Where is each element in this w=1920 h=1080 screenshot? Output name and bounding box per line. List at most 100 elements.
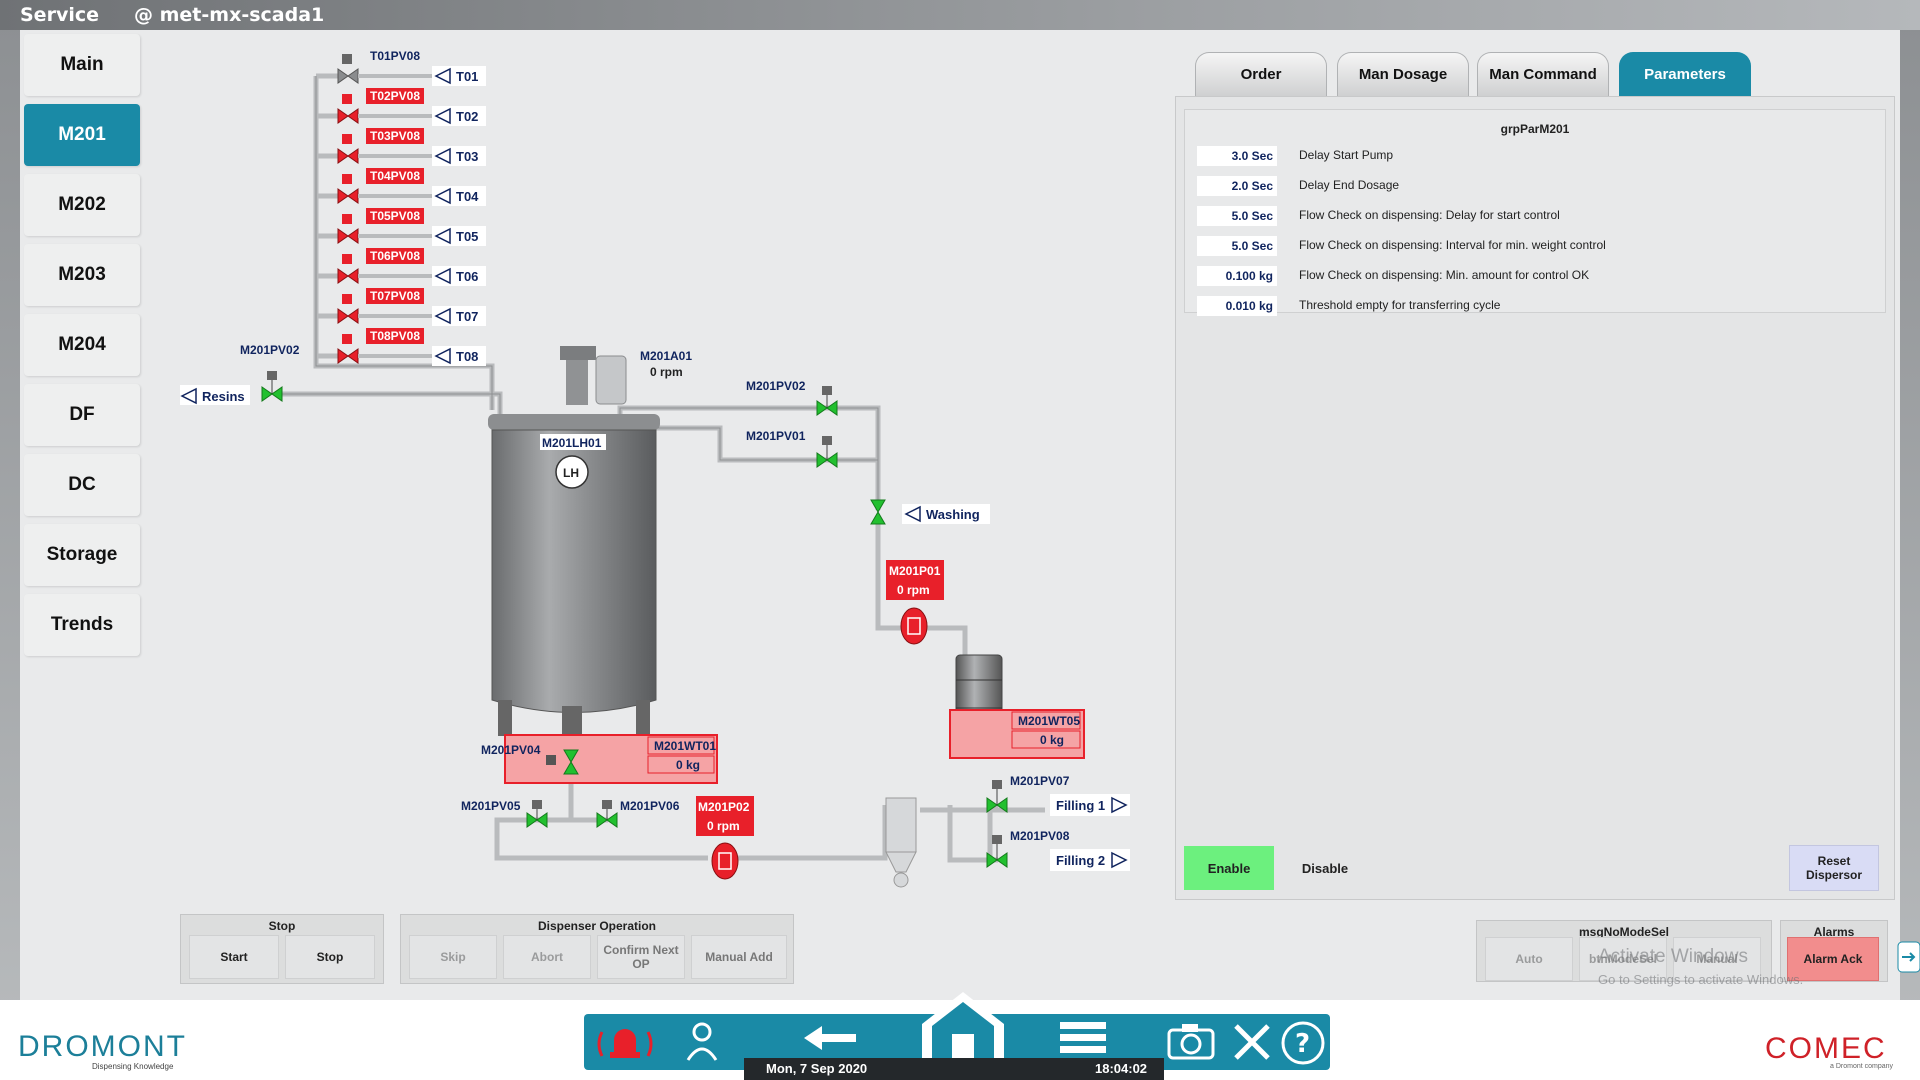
tab-parameters[interactable]: Parameters bbox=[1619, 52, 1751, 96]
comec-logo: COMEC bbox=[1765, 1032, 1887, 1065]
wt05-tag: M201WT05 bbox=[1018, 714, 1080, 728]
reset-dispersor-button[interactable]: Reset Dispersor bbox=[1789, 845, 1879, 891]
p02-pump[interactable] bbox=[711, 842, 739, 880]
nav-m202[interactable]: M202 bbox=[24, 174, 140, 236]
pv08-valve[interactable] bbox=[986, 835, 1008, 868]
pv07-valve[interactable] bbox=[986, 780, 1008, 813]
stop-group: Stop Start Stop bbox=[180, 914, 384, 984]
tank-valve[interactable] bbox=[337, 188, 359, 204]
filling2-arrow-icon bbox=[1111, 851, 1128, 869]
tank-valve[interactable] bbox=[337, 268, 359, 284]
nav-main[interactable]: Main bbox=[24, 34, 140, 96]
mixer-motor[interactable] bbox=[560, 346, 627, 405]
tab-man-dosage[interactable]: Man Dosage bbox=[1337, 52, 1469, 96]
param-row: 5.0 Sec Flow Check on dispensing: Delay … bbox=[1197, 206, 1877, 228]
tank-valve-tag: T04PV08 bbox=[370, 169, 420, 183]
valve-actuator bbox=[342, 214, 352, 224]
tank-valve[interactable] bbox=[337, 348, 359, 364]
resins-valve[interactable] bbox=[261, 371, 283, 402]
valve-actuator bbox=[342, 294, 352, 304]
nav-df[interactable]: DF bbox=[24, 384, 140, 446]
tank-valve[interactable] bbox=[337, 68, 359, 84]
nav-trends[interactable]: Trends bbox=[24, 594, 140, 656]
param-value-input[interactable]: 5.0 Sec bbox=[1197, 236, 1277, 256]
main-tank bbox=[488, 414, 660, 736]
washing-label: Washing bbox=[926, 507, 980, 522]
wt01-scale[interactable] bbox=[504, 734, 718, 784]
dromont-logo: DROMONT bbox=[18, 1030, 187, 1063]
date-display: Mon, 7 Sep 2020 bbox=[766, 1061, 868, 1076]
nav-dc[interactable]: DC bbox=[24, 454, 140, 516]
resins-label: Resins bbox=[202, 389, 245, 404]
tank-valve[interactable] bbox=[337, 108, 359, 124]
camera-icon[interactable] bbox=[1166, 1020, 1216, 1062]
nav-storage[interactable]: Storage bbox=[24, 524, 140, 586]
pv02-valve[interactable] bbox=[816, 386, 838, 416]
menu-icon[interactable] bbox=[1058, 1018, 1108, 1058]
washing-valve[interactable] bbox=[870, 499, 886, 525]
confirm-next-op-button[interactable]: Confirm Next OP bbox=[597, 935, 685, 979]
stop-group-title: Stop bbox=[268, 919, 296, 933]
param-value-input[interactable]: 0.100 kg bbox=[1197, 266, 1277, 286]
pv01-valve[interactable] bbox=[816, 436, 838, 468]
mode-select-button[interactable]: btnModeSel bbox=[1579, 937, 1667, 981]
tab-man-command[interactable]: Man Command bbox=[1477, 52, 1609, 96]
mode-group-title: msgNoModeSel bbox=[1578, 925, 1669, 939]
alarm-siren-icon[interactable] bbox=[590, 1016, 660, 1068]
tools-icon[interactable] bbox=[1230, 1020, 1274, 1062]
param-value-input[interactable]: 3.0 Sec bbox=[1197, 146, 1277, 166]
tank-label: T06 bbox=[456, 269, 478, 284]
back-arrow-icon[interactable] bbox=[800, 1018, 860, 1058]
skip-button[interactable]: Skip bbox=[409, 935, 497, 979]
tank-label: T04 bbox=[456, 189, 479, 204]
wt05-kg: 0 kg bbox=[1040, 733, 1064, 747]
pv05-valve[interactable] bbox=[526, 800, 548, 828]
tank-label: T02 bbox=[456, 109, 478, 124]
tank-valve-tag: T01PV08 bbox=[370, 49, 420, 63]
comec-logo-sub: a Dromont company bbox=[1830, 1063, 1894, 1070]
tank-arrow-icon bbox=[434, 107, 451, 125]
param-value-input[interactable]: 2.0 Sec bbox=[1197, 176, 1277, 196]
param-description: Delay Start Pump bbox=[1299, 148, 1394, 162]
nav-m201[interactable]: M201 bbox=[24, 104, 140, 166]
alarm-ack-button[interactable]: Alarm Ack bbox=[1787, 937, 1879, 981]
remote-support-icon[interactable] bbox=[1896, 940, 1920, 974]
service-label[interactable]: Service bbox=[20, 4, 99, 26]
level-indicator[interactable] bbox=[555, 455, 589, 489]
pv06-valve[interactable] bbox=[596, 800, 618, 828]
pv04-tag: M201PV04 bbox=[481, 743, 541, 757]
tab-order[interactable]: Order bbox=[1195, 52, 1327, 96]
start-button[interactable]: Start bbox=[189, 935, 279, 979]
tank-valve[interactable] bbox=[337, 228, 359, 244]
manual-button[interactable]: Manual bbox=[1673, 937, 1761, 981]
mixer-tag: M201A01 bbox=[640, 349, 692, 363]
user-icon[interactable] bbox=[682, 1018, 722, 1066]
tank-valve[interactable] bbox=[337, 148, 359, 164]
tank-arrow-icon bbox=[434, 227, 451, 245]
tank-valve-tag: T07PV08 bbox=[370, 289, 420, 303]
param-value-input[interactable]: 0.010 kg bbox=[1197, 296, 1277, 316]
alarms-group: Alarms Alarm Ack bbox=[1780, 920, 1888, 982]
host-label: @ met-mx-scada1 bbox=[134, 4, 325, 26]
wt05-scale[interactable] bbox=[949, 709, 1085, 759]
mixer-rpm: 0 rpm bbox=[650, 365, 683, 379]
disable-button[interactable]: Disable bbox=[1280, 846, 1370, 890]
home-icon[interactable] bbox=[918, 988, 1008, 1068]
p01-pump[interactable] bbox=[900, 607, 928, 645]
enable-button[interactable]: Enable bbox=[1184, 846, 1274, 890]
manual-add-button[interactable]: Manual Add bbox=[691, 935, 787, 979]
nav-m203[interactable]: M203 bbox=[24, 244, 140, 306]
abort-button[interactable]: Abort bbox=[503, 935, 591, 979]
stop-button[interactable]: Stop bbox=[285, 935, 375, 979]
nav-m204[interactable]: M204 bbox=[24, 314, 140, 376]
tank-valve[interactable] bbox=[337, 308, 359, 324]
param-value-input[interactable]: 5.0 Sec bbox=[1197, 206, 1277, 226]
svg-text:LH: LH bbox=[563, 466, 579, 480]
help-icon[interactable]: ? bbox=[1280, 1020, 1326, 1066]
p01-tag: M201P01 bbox=[889, 564, 941, 578]
auto-button[interactable]: Auto bbox=[1485, 937, 1573, 981]
pv04-valve[interactable] bbox=[546, 749, 579, 775]
